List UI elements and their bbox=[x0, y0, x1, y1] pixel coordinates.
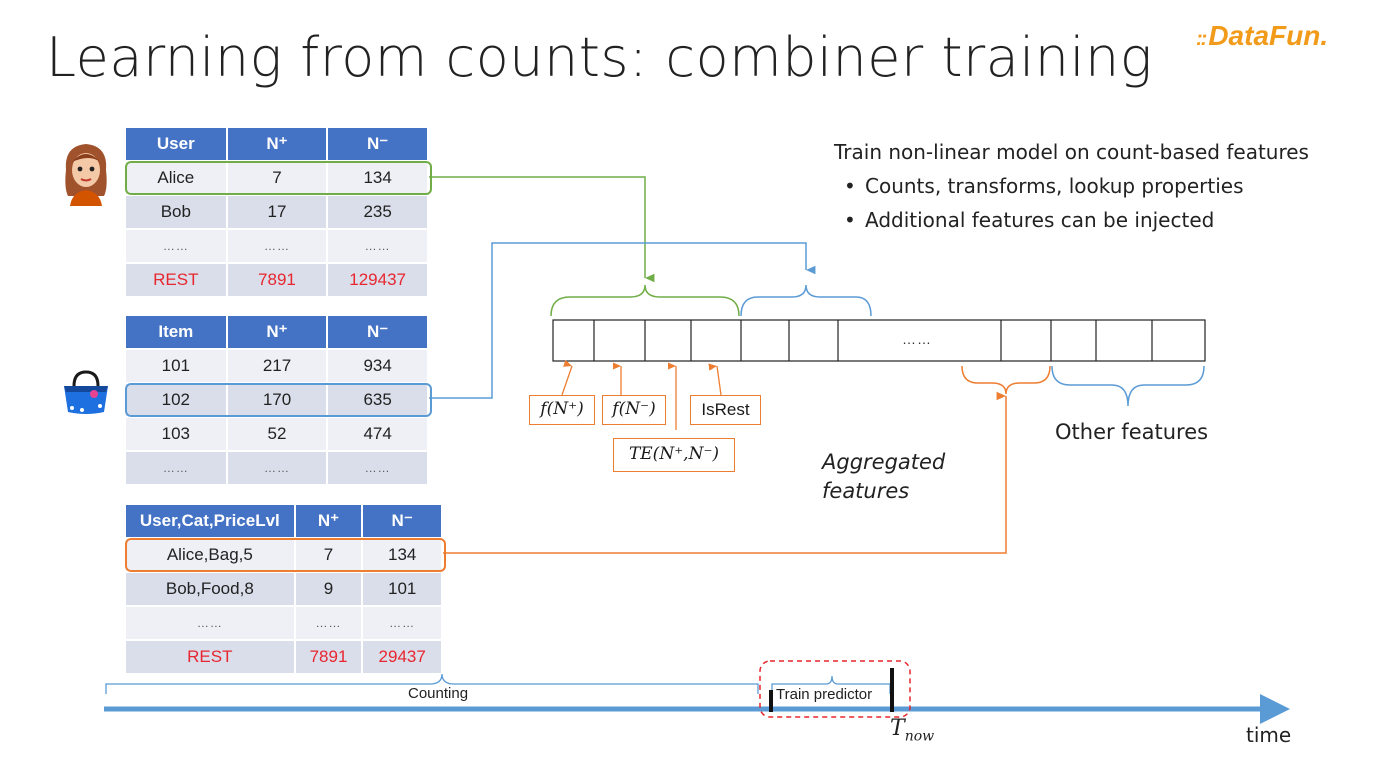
col-header-nneg: N⁻ bbox=[327, 316, 429, 349]
col-header-item: Item bbox=[126, 316, 228, 349]
bullet-heading: Train non-linear model on count-based fe… bbox=[834, 140, 1309, 164]
blue-connector bbox=[429, 242, 816, 399]
blue-brace bbox=[740, 284, 872, 317]
tag-f-npos: f(N⁺) bbox=[529, 395, 595, 425]
cell: REST bbox=[126, 639, 296, 673]
cell: 129437 bbox=[327, 262, 429, 296]
tag-f-nneg: f(N⁻) bbox=[602, 395, 666, 425]
col-header-npos: N⁺ bbox=[294, 505, 364, 538]
handbag-icon bbox=[64, 370, 108, 414]
cell: …… bbox=[327, 450, 429, 484]
aggregated-line: Aggregated bbox=[822, 450, 946, 474]
aggregated-line: features bbox=[822, 479, 910, 503]
counting-brace bbox=[105, 673, 759, 694]
table-row: ……………… bbox=[126, 450, 429, 484]
col-header-nneg: N⁻ bbox=[362, 505, 443, 538]
bullet-item: Counts, transforms, lookup properties bbox=[844, 169, 1309, 203]
counting-label: Counting bbox=[408, 685, 469, 702]
green-connector bbox=[429, 176, 655, 283]
cell: …… bbox=[327, 228, 429, 263]
col-header-user: User bbox=[126, 128, 228, 161]
logo-text: DataFun. bbox=[1208, 20, 1329, 51]
cell: …… bbox=[294, 605, 364, 640]
cell: 7 bbox=[294, 537, 364, 572]
cell: 29437 bbox=[362, 639, 443, 673]
col-header-combo: User,Cat,PriceLvl bbox=[126, 505, 296, 538]
tag-isrest: IsRest bbox=[690, 395, 761, 425]
cell: …… bbox=[126, 605, 296, 640]
cell: …… bbox=[226, 228, 329, 263]
orange-brace bbox=[961, 365, 1051, 395]
col-header-npos: N⁺ bbox=[226, 128, 329, 161]
cell: 474 bbox=[327, 416, 429, 451]
cell: …… bbox=[126, 228, 228, 263]
cell: 217 bbox=[226, 348, 329, 383]
train-brace bbox=[771, 675, 891, 694]
t-now-main: T bbox=[890, 716, 905, 741]
cell: …… bbox=[362, 605, 443, 640]
cell: 103 bbox=[126, 416, 228, 451]
t-now-label: Tnow bbox=[890, 716, 934, 744]
col-header-npos: N⁺ bbox=[226, 316, 329, 349]
cell: Alice bbox=[126, 160, 228, 195]
train-window-highlight bbox=[759, 660, 911, 718]
table-row: ……………… bbox=[126, 605, 443, 640]
other-features-label: Other features bbox=[1055, 420, 1209, 444]
page-title: Learning from counts: combiner training bbox=[46, 26, 1153, 89]
cell: …… bbox=[226, 450, 329, 484]
time-axis-label: time bbox=[1246, 723, 1292, 747]
datafun-logo: ::DataFun. bbox=[1196, 20, 1328, 52]
vector-ellipsis: …… bbox=[902, 331, 932, 347]
cell: 170 bbox=[226, 382, 329, 417]
cell: …… bbox=[126, 450, 228, 484]
feature-vector bbox=[552, 319, 1206, 362]
col-header-nneg: N⁻ bbox=[327, 128, 429, 161]
cell: 9 bbox=[294, 571, 364, 606]
cell: 52 bbox=[226, 416, 329, 451]
logo-dots: :: bbox=[1196, 28, 1207, 50]
orange-connector bbox=[443, 391, 1007, 554]
cell: 7891 bbox=[294, 639, 364, 673]
green-brace bbox=[550, 284, 740, 317]
table-row: ……………… bbox=[126, 228, 429, 263]
user-avatar-icon bbox=[65, 144, 107, 206]
train-predictor-label: Train predictor bbox=[776, 686, 873, 703]
t-now-sub: now bbox=[904, 728, 935, 745]
cell: 102 bbox=[126, 382, 228, 417]
cell: Bob bbox=[126, 194, 228, 229]
cell: Bob,Food,8 bbox=[126, 571, 296, 606]
cell: 101 bbox=[362, 571, 443, 606]
bullet-item: Additional features can be injected bbox=[844, 203, 1309, 237]
cell: 934 bbox=[327, 348, 429, 383]
bullet-list: Train non-linear model on count-based fe… bbox=[834, 135, 1309, 237]
cell: REST bbox=[126, 262, 228, 296]
cell: 101 bbox=[126, 348, 228, 383]
other-features-brace bbox=[1051, 365, 1205, 407]
aggregated-features-label: Aggregated features bbox=[822, 448, 945, 506]
cell: 235 bbox=[327, 194, 429, 229]
cell: 7891 bbox=[226, 262, 329, 296]
cell: 7 bbox=[226, 160, 329, 195]
cell: 17 bbox=[226, 194, 329, 229]
tag-te: TE(N⁺,N⁻) bbox=[613, 438, 735, 472]
